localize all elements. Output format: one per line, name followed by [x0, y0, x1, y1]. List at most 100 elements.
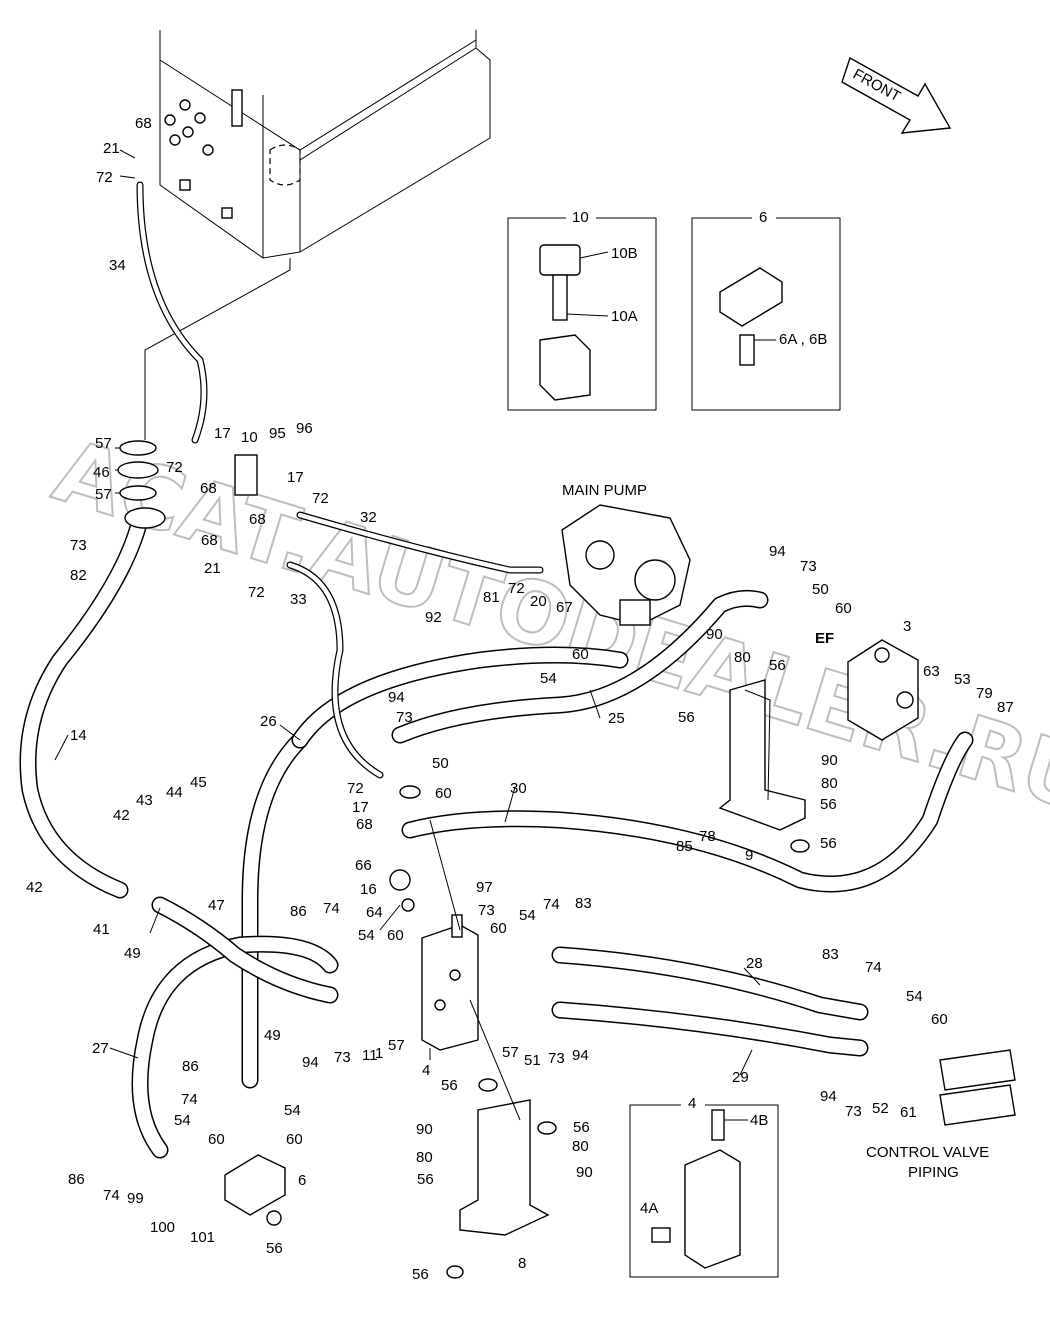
leader-lines [54, 149, 761, 1121]
callout-54: 54 [519, 907, 536, 924]
callout-28: 28 [746, 955, 763, 972]
callout-74: 74 [865, 959, 882, 976]
callout-54: 54 [906, 988, 923, 1005]
callout-6A-6B: 6A , 6B [779, 331, 827, 348]
callout-56: 56 [412, 1266, 429, 1283]
callout-11: 11 [362, 1047, 378, 1064]
callout-64: 64 [366, 904, 383, 921]
callout-94: 94 [820, 1088, 837, 1105]
detail-box-10-number: 10 [572, 209, 589, 226]
callout-60: 60 [490, 920, 507, 937]
callout-41: 41 [93, 921, 110, 938]
callout-74: 74 [543, 896, 560, 913]
callout-25: 25 [608, 710, 625, 727]
callout-4B: 4B [750, 1112, 768, 1129]
callout-60: 60 [931, 1011, 948, 1028]
callout-57: 57 [95, 435, 112, 452]
control-valve-caption-2: PIPING [908, 1164, 959, 1181]
callout-21: 21 [103, 140, 120, 157]
callout-73: 73 [396, 709, 413, 726]
callout-49: 49 [264, 1027, 281, 1044]
small-fittings [117, 440, 810, 1279]
main-pump: MAIN PUMP [561, 482, 691, 626]
callout-33: 33 [290, 591, 307, 608]
callout-49: 49 [124, 945, 141, 962]
callout-96: 96 [296, 420, 313, 437]
callout-97: 97 [476, 879, 493, 896]
callout-78: 78 [699, 828, 716, 845]
callout-72: 72 [166, 459, 183, 476]
callout-42: 42 [113, 807, 130, 824]
callout-63: 63 [923, 663, 940, 680]
callout-16: 16 [360, 881, 377, 898]
callout-72: 72 [347, 780, 364, 797]
callout-60: 60 [387, 927, 404, 944]
hydraulic-tank [144, 30, 491, 440]
callout-56: 56 [820, 835, 837, 852]
callout-92: 92 [425, 609, 442, 626]
callout-10B: 10B [611, 245, 638, 262]
callout-46: 46 [93, 464, 110, 481]
callout-100: 100 [150, 1219, 175, 1236]
callout-42: 42 [26, 879, 43, 896]
thin-lines [136, 181, 544, 779]
callout-56: 56 [573, 1119, 590, 1136]
callout-1: 1 [375, 1045, 383, 1062]
callout-4A: 4A [640, 1200, 658, 1217]
callout-86: 86 [182, 1058, 199, 1075]
callout-17: 17 [352, 799, 369, 816]
callout-68: 68 [356, 816, 373, 833]
callout-60: 60 [835, 600, 852, 617]
callout-54: 54 [358, 927, 375, 944]
detail-box-4-number: 4 [688, 1095, 696, 1112]
callout-72: 72 [248, 584, 265, 601]
callout-60: 60 [208, 1131, 225, 1148]
callout-79: 79 [976, 685, 993, 702]
callout-90: 90 [706, 626, 723, 643]
callout-90: 90 [576, 1164, 593, 1181]
callout-73: 73 [478, 902, 495, 919]
valve-block-4 [421, 914, 479, 1051]
callout-90: 90 [821, 752, 838, 769]
callout-53: 53 [954, 671, 971, 688]
callout-50: 50 [812, 581, 829, 598]
callout-90: 90 [416, 1121, 433, 1138]
callout-26: 26 [260, 713, 277, 730]
callout-68: 68 [201, 532, 218, 549]
callout-61: 61 [900, 1104, 917, 1121]
callout-52: 52 [872, 1100, 889, 1117]
callout-47: 47 [208, 897, 225, 914]
callout-17: 17 [214, 425, 231, 442]
callout-80: 80 [572, 1138, 589, 1155]
callout-51: 51 [524, 1052, 541, 1069]
callout-14: 14 [70, 727, 87, 744]
callout-44: 44 [166, 784, 183, 801]
callout-72: 72 [96, 169, 113, 186]
ef-label: EF [815, 630, 834, 647]
callout-54: 54 [284, 1102, 301, 1119]
callout-45: 45 [190, 774, 207, 791]
callout-83: 83 [822, 946, 839, 963]
detail-box-6: 6 6A , 6B [691, 208, 841, 411]
callout-94: 94 [302, 1054, 319, 1071]
callout-80: 80 [821, 775, 838, 792]
callout-10: 10 [241, 429, 258, 446]
callout-43: 43 [136, 792, 153, 809]
callout-86: 86 [290, 903, 307, 920]
callout-54: 54 [540, 670, 557, 687]
callout-30: 30 [510, 780, 527, 797]
callout-73: 73 [334, 1049, 351, 1066]
callout-74: 74 [103, 1187, 120, 1204]
callout-72: 72 [508, 580, 525, 597]
callout-60: 60 [572, 646, 589, 663]
callout-67: 67 [556, 599, 573, 616]
callout-68: 68 [249, 511, 266, 528]
callout-94: 94 [388, 689, 405, 706]
callout-54: 54 [174, 1112, 191, 1129]
callout-82: 82 [70, 567, 87, 584]
callout-101: 101 [190, 1229, 215, 1246]
control-valve-caption-1: CONTROL VALVE [866, 1144, 989, 1161]
callout-68: 68 [200, 480, 217, 497]
callout-6: 6 [298, 1172, 306, 1189]
